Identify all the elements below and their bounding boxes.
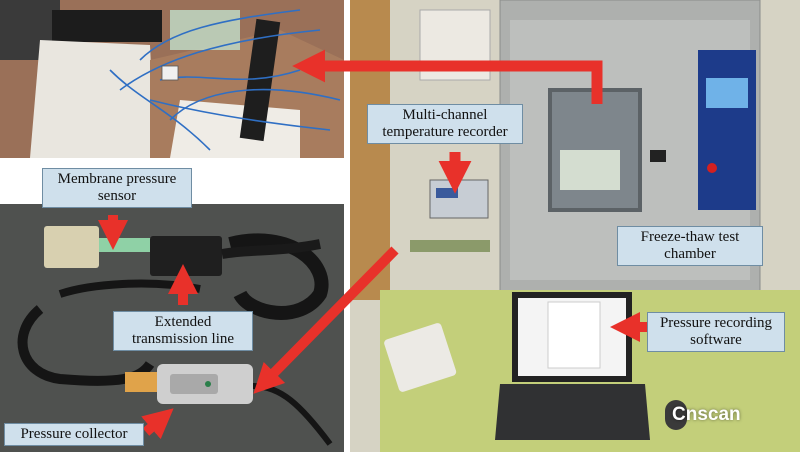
label-membrane-sensor: Membrane pressure sensor <box>42 168 192 208</box>
sensor-installation-illustration <box>0 0 344 158</box>
watermark: Cnscan <box>672 404 741 425</box>
label-recording-software: Pressure recording software <box>647 312 785 352</box>
arrow-to-collector-from-recorder <box>253 246 399 394</box>
label-pressure-collector: Pressure collector <box>4 423 144 446</box>
arrow-chamber-to-specimen <box>292 49 603 104</box>
photo-sensor-installation <box>0 0 344 158</box>
label-extended-line: Extended transmission line <box>113 311 253 351</box>
label-temperature-recorder: Multi-channel temperature recorder <box>367 104 523 144</box>
arrow-to-pressure-collector <box>141 408 174 440</box>
label-freeze-thaw-chamber: Freeze-thaw test chamber <box>617 226 763 266</box>
